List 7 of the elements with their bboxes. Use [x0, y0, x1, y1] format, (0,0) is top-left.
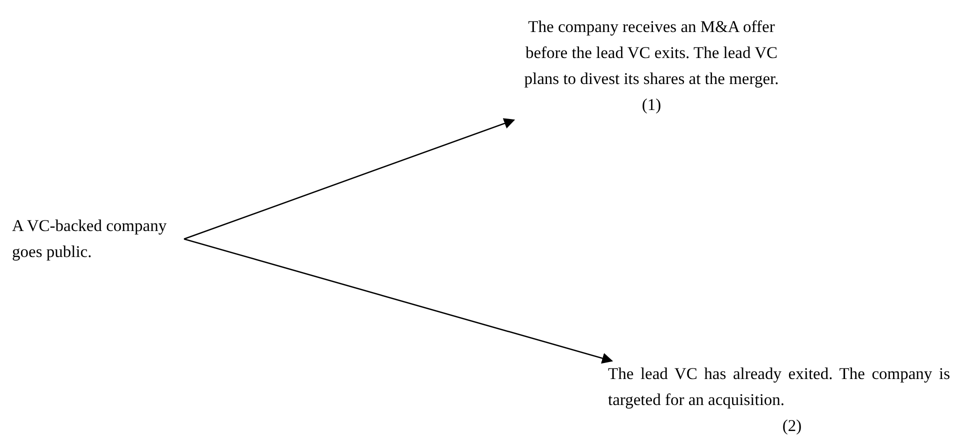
arrow — [184, 238, 614, 364]
description-text: A VC-backed company goes public. — [12, 215, 168, 263]
description-text: The company receives an M&A offer before the lead VC exits. The lead VC plans to divest its shares at the merger. — [523, 16, 780, 90]
case-number: (2) — [781, 415, 803, 437]
description-text: The lead VC has already exited. The company is targeted for an acquisition. — [608, 363, 951, 411]
case-number: (1) — [640, 94, 662, 116]
arrow — [184, 118, 516, 240]
